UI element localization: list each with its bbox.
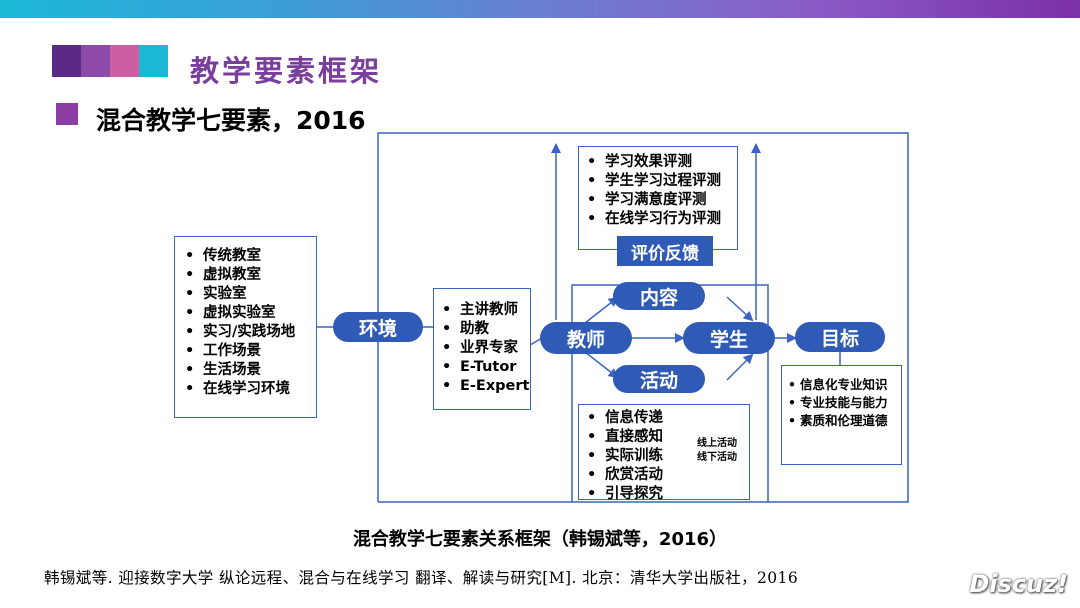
teacher-item: E-Tutor [436,358,528,377]
teacher-node: 教师 [540,322,632,354]
environment-list-box: 传统教室 虚拟教室 实验室 虚拟实验室 实习/实践场地 工作场景 生活场景 在线… [174,236,317,418]
evaluation-item: 学生学习过程评测 [581,172,735,191]
goal-item: 信息化专业知识 [782,376,901,394]
environment-item: 虚拟实验室 [179,304,312,323]
title-color-blocks [52,45,168,77]
color-block-3 [110,45,139,77]
color-block-1 [52,45,81,77]
activity-item: 信息传递 [581,409,747,428]
subtitle: 混合教学七要素，2016 [96,106,366,135]
activity-list-box: 信息传递 直接感知 实际训练 欣赏活动 引导探究 [578,404,750,504]
goal-list-box: 信息化专业知识 专业技能与能力 素质和伦理道德 [781,365,902,465]
student-node: 学生 [683,322,775,354]
diagram-caption: 混合教学七要素关系框架（韩锡斌等，2016） [352,529,728,550]
offline-activity-label: 线下活动 [697,452,737,463]
goal-item: 素质和伦理道德 [782,412,901,430]
evaluation-item: 学习满意度评测 [581,191,735,210]
teacher-to-content [584,296,619,324]
activity-to-student [726,353,754,381]
goal-item: 专业技能与能力 [782,394,901,412]
top-gradient-bar [0,0,1080,18]
section-title: 教学要素框架 [190,54,383,88]
content-node: 内容 [613,282,705,310]
evaluation-node: 评价反馈 [617,236,713,266]
environment-item: 工作场景 [179,342,312,361]
evaluation-item: 在线学习行为评测 [581,210,735,229]
activity-item: 直接感知 [581,428,747,447]
teacher-item: E-Expert [436,377,529,396]
evaluation-item: 学习效果评测 [581,153,735,172]
environment-item: 生活场景 [179,361,312,380]
teacher-item: 助教 [436,320,528,339]
teacher-list-box: 主讲教师 助教 业界专家 E-Tutor E-Expert [433,288,531,410]
content-to-student [726,296,754,322]
environment-item: 实习/实践场地 [179,323,312,342]
goal-node: 目标 [795,322,885,352]
reference-citation: 韩锡斌等. 迎接数字大学 纵论远程、混合与在线学习 翻译、解读与研究[M]. 北… [44,569,799,587]
activity-node: 活动 [613,365,705,393]
teacher-item: 主讲教师 [436,301,528,320]
watermark-logo: Discuz! [969,570,1068,598]
environment-item: 在线学习环境 [179,380,312,399]
subtitle-bullet-icon [56,103,78,125]
environment-item: 虚拟教室 [179,266,312,285]
environment-item: 实验室 [179,285,312,304]
online-activity-label: 线上活动 [697,438,737,449]
activity-item: 引导探究 [581,485,747,504]
activity-item: 实际训练 [581,447,747,466]
color-block-4 [139,45,168,77]
environment-node: 环境 [333,312,423,342]
environment-item: 传统教室 [179,247,312,266]
evaluation-list-box: 学习效果评测 学生学习过程评测 学习满意度评测 在线学习行为评测 [578,146,738,250]
activity-item: 欣赏活动 [581,466,747,485]
color-block-2 [81,45,110,77]
teacher-to-activity [584,351,619,379]
teacher-item: 业界专家 [436,339,528,358]
